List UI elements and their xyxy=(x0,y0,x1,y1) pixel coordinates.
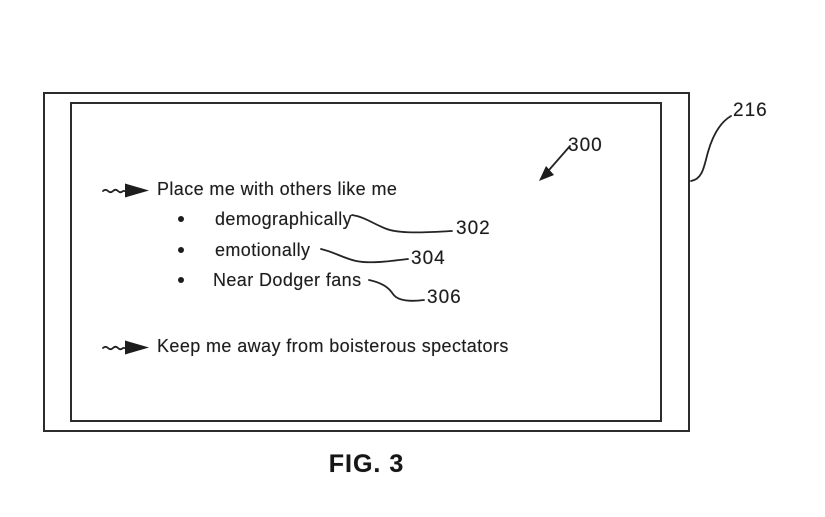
screen-inner-frame xyxy=(70,102,662,422)
bullet-dot-icon xyxy=(178,277,184,283)
bullet-dot-icon xyxy=(178,216,184,222)
ref-label-300: 300 xyxy=(568,135,603,156)
leader-line-216 xyxy=(690,115,732,182)
arrow-bullet-icon xyxy=(102,340,149,355)
bullet-dot-icon xyxy=(178,247,184,253)
ref-label-304: 304 xyxy=(411,248,446,269)
screen-outer-frame xyxy=(43,92,690,432)
ref-label-306: 306 xyxy=(427,287,462,308)
sub-item-near-dodger-fans: Near Dodger fans xyxy=(213,270,362,290)
preference-2-label: Keep me away from boisterous spectators xyxy=(157,336,509,356)
figure-caption: FIG. 3 xyxy=(328,450,405,478)
arrow-bullet-icon xyxy=(102,183,149,198)
sub-item-demographically: demographically xyxy=(215,209,353,229)
ref-label-216: 216 xyxy=(733,100,768,121)
preference-1-label: Place me with others like me xyxy=(157,179,398,199)
ref-label-302: 302 xyxy=(456,218,491,239)
sub-item-emotionally: emotionally xyxy=(215,240,311,260)
